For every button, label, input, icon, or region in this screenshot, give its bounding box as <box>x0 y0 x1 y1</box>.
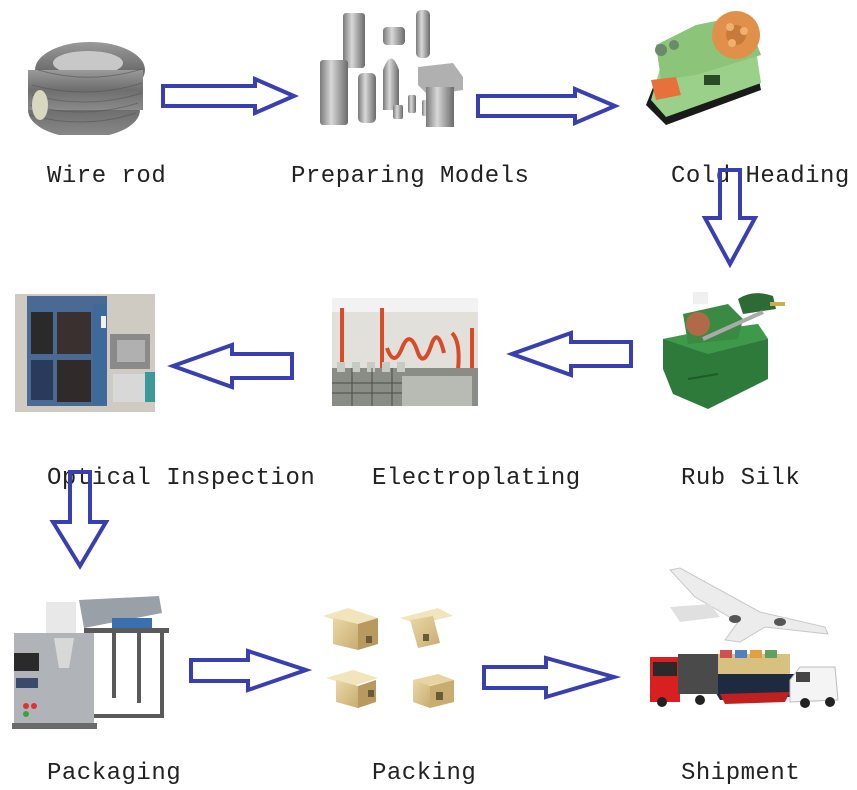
step-label: Shipment <box>681 760 801 787</box>
packing-image <box>318 598 468 710</box>
electroplating-image <box>332 298 478 406</box>
arrow-right-icon <box>481 655 622 703</box>
step-label: Preparing Models <box>291 163 530 190</box>
rub-silk-image <box>658 284 793 409</box>
step-label: Wire rod <box>47 163 167 190</box>
arrow-left-icon <box>167 342 295 392</box>
arrow-left-icon <box>506 330 634 380</box>
arrow-down-icon <box>701 168 759 269</box>
wire-rod-image <box>18 25 153 138</box>
shipment-image <box>650 562 840 712</box>
step-label: Packing <box>372 760 477 787</box>
step-label: Rub Silk <box>681 465 801 492</box>
cold-heading-image <box>636 5 776 130</box>
step-label: Electroplating <box>372 465 581 492</box>
packaging-image <box>4 588 169 733</box>
optical-inspection-image <box>15 294 155 412</box>
arrow-down-icon <box>49 470 110 570</box>
step-label: Packaging <box>47 760 182 787</box>
arrow-right-icon <box>188 648 313 696</box>
arrow-right-icon <box>475 85 621 127</box>
preparing-models-image <box>318 5 468 130</box>
step-label: Cold Heading <box>671 163 850 190</box>
arrow-right-icon <box>160 75 300 117</box>
